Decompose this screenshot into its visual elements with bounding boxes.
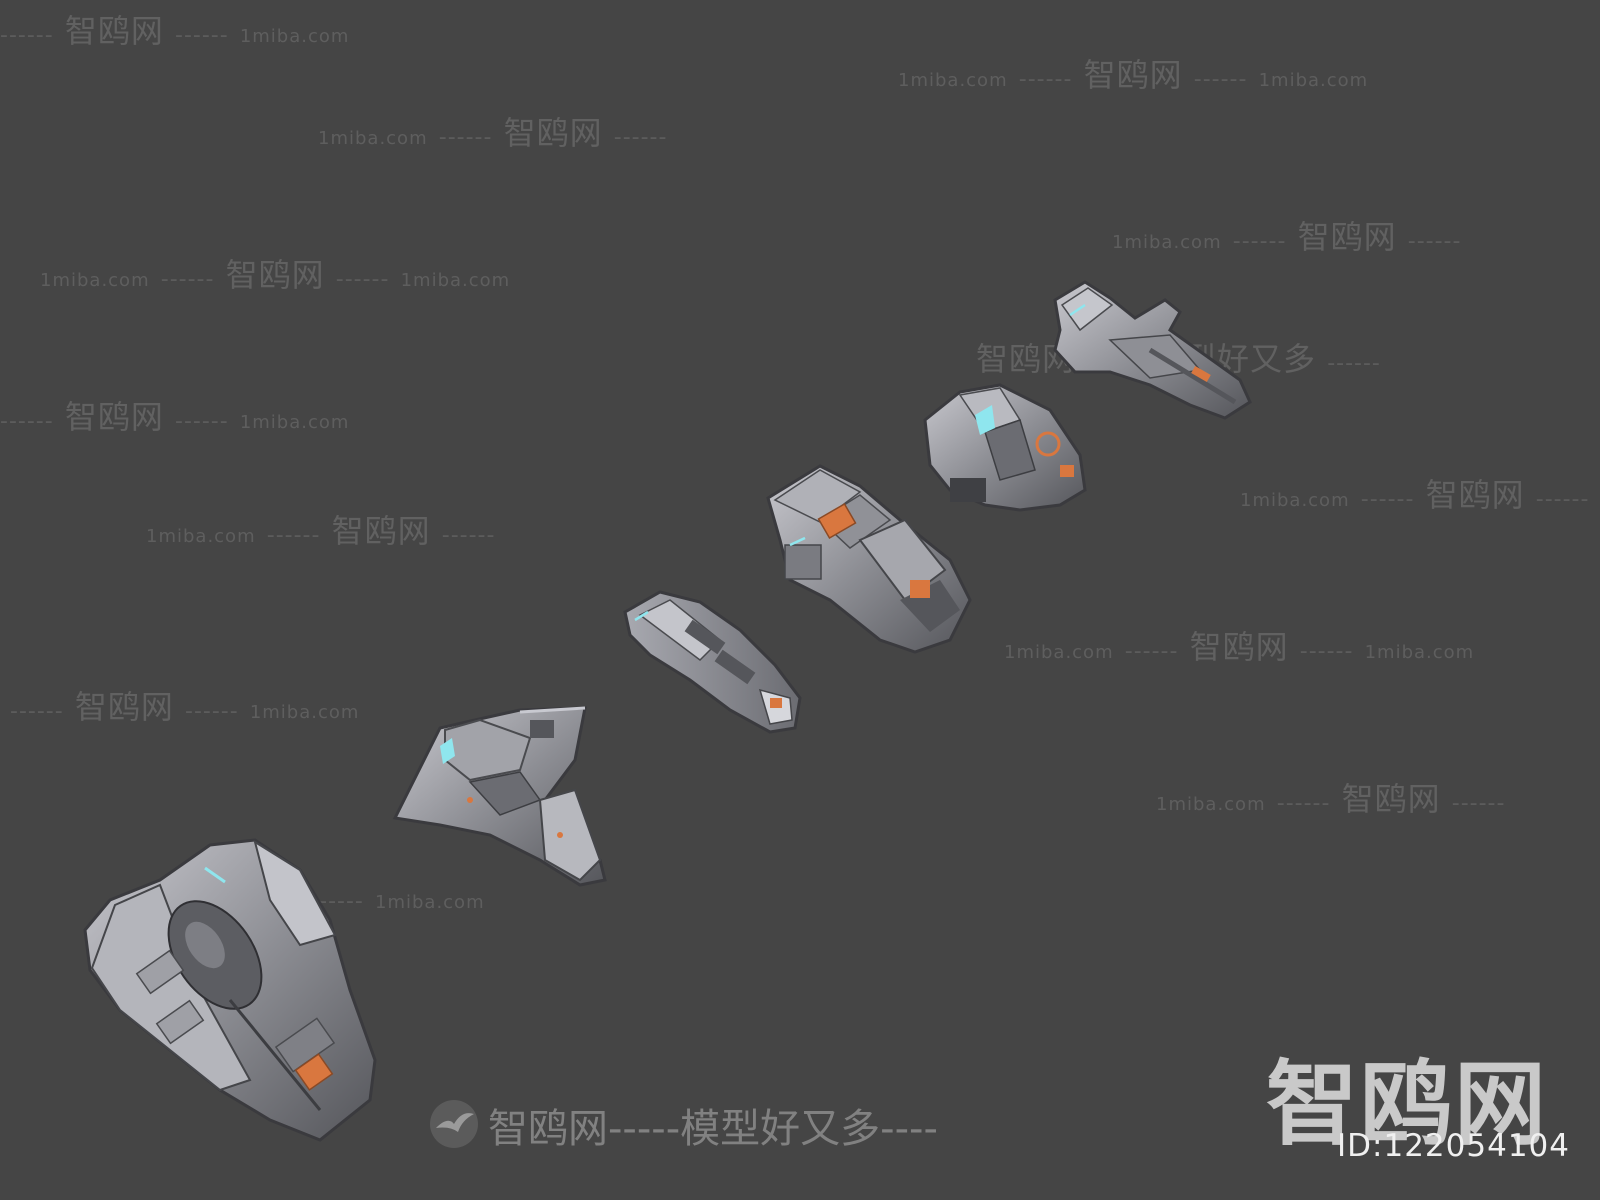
watermark-dashes: ------ xyxy=(185,699,239,724)
watermark-row: 1miba.com ------ 智鸥网 ------ xyxy=(318,108,667,154)
watermark-site: 1miba.com xyxy=(1258,70,1369,91)
watermark-row: 1miba.com ------ 智鸥网 ------ 1miba.com xyxy=(898,50,1368,96)
watermark-site: 1miba.com xyxy=(239,412,350,433)
watermark-dashes: ------ xyxy=(0,409,54,434)
watermark-dashes: ------ xyxy=(175,23,229,48)
watermark-site: 1miba.com xyxy=(146,526,256,547)
watermark-dashes: ------ xyxy=(1193,67,1248,92)
watermark-site: 1miba.com xyxy=(249,702,360,723)
watermark-dashes: ------ xyxy=(0,23,54,48)
watermark-brand: 智鸥网 xyxy=(1341,780,1441,818)
watermark-brand: 智鸥网 xyxy=(64,398,164,436)
watermark-dashes: ------ xyxy=(1276,791,1331,816)
watermark-brand: 智鸥网 xyxy=(1297,218,1397,256)
watermark-brand: 智鸥网 xyxy=(225,256,325,294)
ship-delta-wing-fighter[interactable] xyxy=(392,706,607,887)
watermark-row: 1miba.com ------ 智鸥网 ------ xyxy=(1240,470,1589,516)
watermark-site: 1miba.com xyxy=(1240,490,1350,511)
watermark-dashes: ------ xyxy=(1451,791,1506,816)
watermark-brand: 智鸥网 xyxy=(1083,56,1183,94)
watermark-site: 1miba.com xyxy=(1004,642,1114,663)
ship-compact-shuttle[interactable] xyxy=(923,383,1087,512)
watermark-site: 1miba.com xyxy=(239,26,350,47)
watermark-dashes: ------ xyxy=(1535,487,1590,512)
watermark-brand: 智鸥网 xyxy=(331,512,431,550)
watermark-dashes: ------ xyxy=(1407,229,1462,254)
watermark-row: 1miba.com ------ 智鸥网 ------ 1miba.com xyxy=(1004,622,1474,668)
watermark-brand: 智鸥网 xyxy=(1189,628,1289,666)
watermark-dashes: ------ xyxy=(438,125,493,150)
model-id-label: ID:1220541​04 xyxy=(1337,1128,1570,1164)
watermark-dashes: ------ xyxy=(160,267,215,292)
ship-slim-frigate[interactable] xyxy=(623,590,802,734)
watermark-site: 1miba.com xyxy=(1364,642,1475,663)
ship-cargo-hauler[interactable] xyxy=(766,464,972,654)
watermark-site: 1miba.com xyxy=(1112,232,1222,253)
gull-logo-icon xyxy=(430,1100,478,1148)
watermark-site: 1miba.com xyxy=(318,128,428,149)
watermark-site: 1miba.com xyxy=(1156,794,1266,815)
watermark-dashes: ------ xyxy=(1299,639,1354,664)
watermark-dashes: ------ xyxy=(10,699,64,724)
watermark-row: 1miba.com ------ 智鸥网 ------ xyxy=(1112,212,1461,258)
bottom-slogan-watermark: 智鸥网-----模型好又多---- xyxy=(488,1106,938,1152)
ship-heavy-cruiser[interactable] xyxy=(83,838,377,1142)
watermark-brand: 智鸥网 xyxy=(64,12,164,50)
watermark-row: 1miba.com ------ 智鸥网 ------ xyxy=(146,506,495,552)
watermark-dashes: ------ xyxy=(1018,67,1073,92)
watermark-site: 1miba.com xyxy=(898,70,1008,91)
watermark-dashes: ------ xyxy=(613,125,668,150)
watermark-dashes: ------ xyxy=(335,267,390,292)
watermark-dashes: ------ xyxy=(441,523,496,548)
watermark-brand: 智鸥网 xyxy=(74,688,174,726)
watermark-dashes: ------ xyxy=(266,523,321,548)
watermark-brand: 智鸥网 xyxy=(503,114,603,152)
watermark-dashes: ------ xyxy=(1232,229,1287,254)
watermark-site: 1miba.com xyxy=(400,270,511,291)
watermark-row: ------ 智鸥网 ------ 1miba.com xyxy=(0,392,349,438)
watermark-row: 1miba.com ------ 智鸥网 ------ xyxy=(1156,774,1505,820)
watermark-row: ------ 智鸥网 ------ 1miba.com xyxy=(0,6,349,52)
watermark-row: ------ 智鸥网 ------ 1miba.com xyxy=(10,682,359,728)
brand-logo-text: 智鸥网 xyxy=(1265,1051,1548,1158)
watermark-dashes: ------ xyxy=(1360,487,1415,512)
watermark-dashes: ------ xyxy=(1124,639,1179,664)
watermark-dashes: ------ xyxy=(175,409,229,434)
watermark-site: 1miba.com xyxy=(375,892,485,913)
watermark-brand: 智鸥网 xyxy=(1425,476,1525,514)
watermark-dashes: ------ xyxy=(1327,351,1381,376)
watermark-site: 1miba.com xyxy=(40,270,150,291)
ship-interceptor[interactable] xyxy=(1053,280,1252,420)
watermark-row: 1miba.com ------ 智鸥网 ------ 1miba.com xyxy=(40,250,510,296)
